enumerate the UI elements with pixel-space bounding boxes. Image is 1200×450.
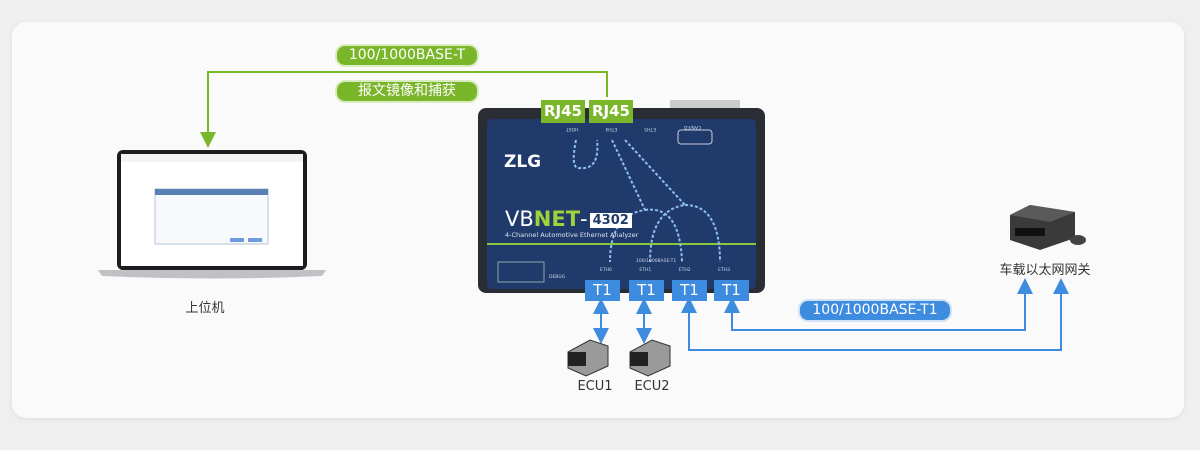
model-dash: - [580,207,588,231]
automotive-link-pill: 100/1000BASE-T1 [798,299,952,322]
model-highlight: NET [533,207,581,231]
port-label: ETH3 [718,268,730,273]
rj45-port-1: RJ45 [541,100,585,123]
canfd-label: CAN/FD [684,124,702,129]
analyzer-device [478,100,765,293]
port-label: ETH2 [678,268,691,273]
mirror-link-pill: 100/1000BASE-T [335,44,479,67]
port-label: ETH4 [605,126,618,131]
ecu1-icon [567,339,609,377]
port-label: ETH5 [644,126,656,131]
eth2-gateway-line [681,278,1069,351]
port-label: HOST [566,126,579,131]
device-subtitle: 4-Channel Automotive Ethernet Analyzer [505,231,639,239]
bus-label: 100/1000BASE-T1 [636,259,677,264]
port-label: ETH0 [600,268,612,273]
brand-logo: ZLG [504,152,542,172]
model-prefix: VB [505,207,534,231]
debug-label: DEBUG [549,275,566,280]
gateway-label: 车载以太网网关 [999,263,1091,278]
model-number: 4302 [589,212,632,228]
ecu2-icon [629,339,671,377]
t1-port-eth0: T1 [585,280,620,301]
top-port-labels: ETH5 ETH4 HOST [566,126,656,131]
ecu1-label: ECU1 [577,379,613,394]
eth3-gateway-line [724,278,1033,331]
port-label: ETH1 [639,268,652,273]
mirror-line [200,71,608,148]
gateway-icon [1010,205,1086,250]
rj45-port-2: RJ45 [589,100,633,123]
model-name: VBNET-4302 [505,207,632,231]
ecu2-label: ECU2 [634,379,670,394]
laptop-icon [98,150,326,279]
t1-port-eth2: T1 [672,280,707,301]
t1-port-eth1: T1 [629,280,664,301]
mirror-caption-pill: 报文镜像和捕获 [335,80,479,103]
t1-port-eth3: T1 [714,280,749,301]
host-label: 上位机 [185,301,225,316]
bottom-port-labels: ETH0 ETH1 ETH2 ETH3 [600,268,730,273]
